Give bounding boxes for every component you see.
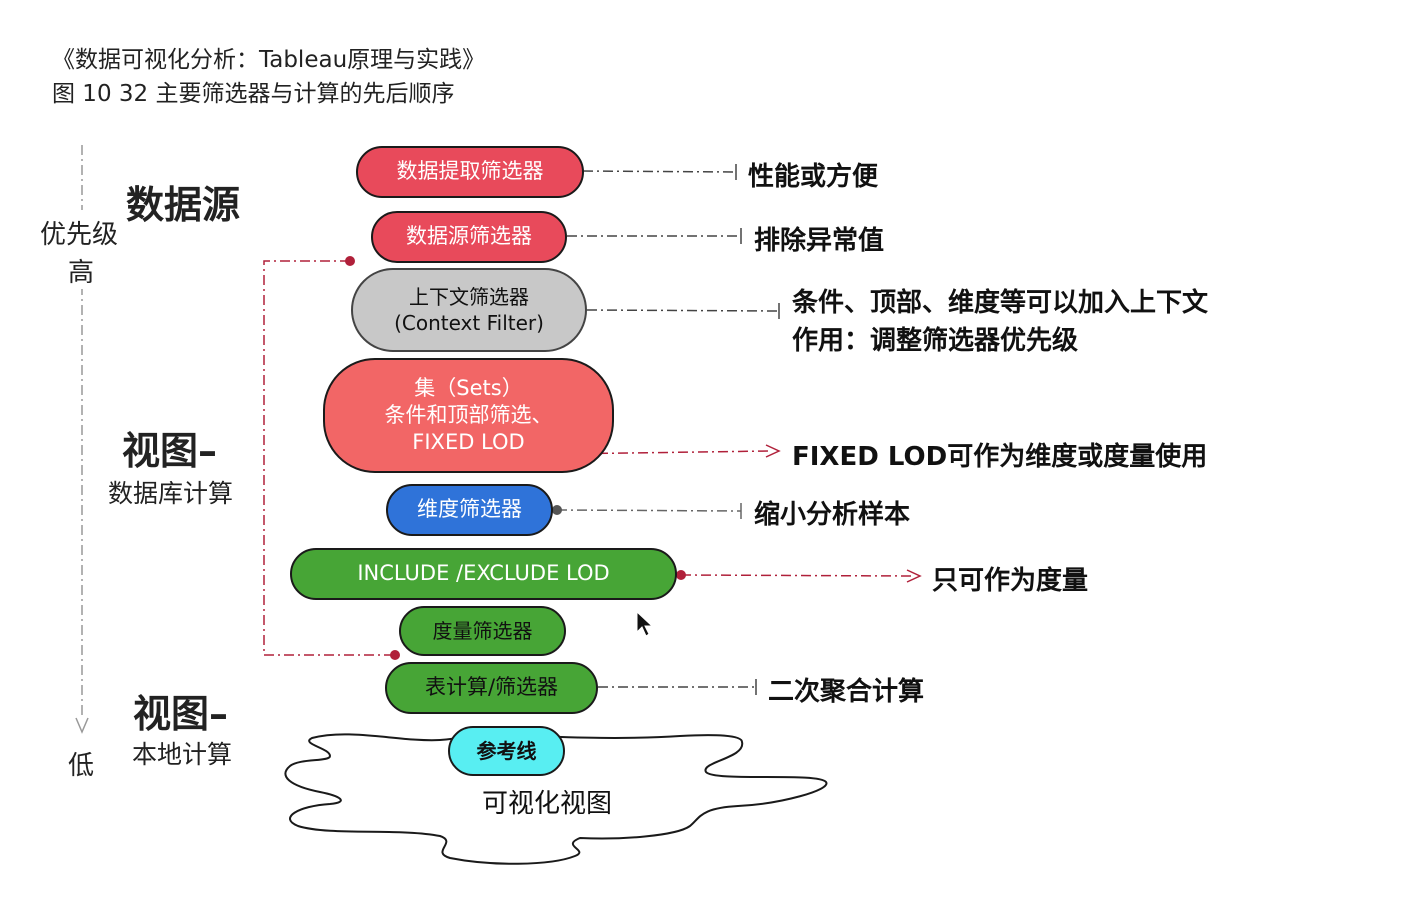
note-fixed-lod: FIXED LOD可作为维度或度量使用 [792, 442, 1208, 472]
note-datasource: 排除异常值 [754, 226, 885, 256]
connector-include-exclude [680, 574, 913, 577]
label-view-local-title: 视图– [133, 692, 229, 736]
sets-line2: 条件和顶部筛选、 [384, 402, 553, 427]
figure-caption: 图 10 32 主要筛选器与计算的先后顺序 [52, 81, 455, 107]
table-calc-filter: 表计算/筛选器 [385, 662, 598, 714]
visual-view-label: 可视化视图 [482, 789, 613, 819]
extract-filter-label: 数据提取筛选器 [396, 159, 544, 184]
note-table-calc: 二次聚合计算 [768, 677, 925, 707]
visual-view-cloud [284, 733, 828, 865]
note-context-line1: 条件、顶部、维度等可以加入上下文 [792, 288, 1209, 318]
connector-context [586, 309, 780, 312]
table-calc-filter-label: 表计算/筛选器 [424, 675, 559, 700]
context-filter: 上下文筛选器 (Context Filter) [351, 268, 587, 352]
label-view-db-sub: 数据库计算 [108, 479, 234, 508]
cursor-icon [636, 610, 654, 637]
datasource-filter-label: 数据源筛选器 [406, 224, 532, 249]
measure-filter: 度量筛选器 [399, 606, 566, 656]
bracket-dot-top [345, 256, 355, 266]
sets-line1: 集（Sets） [414, 375, 523, 400]
sets-line3: FIXED LOD [412, 430, 525, 455]
context-filter-line2: (Context Filter) [394, 311, 544, 335]
label-low: 低 [68, 751, 95, 781]
db-calc-bracket [263, 260, 395, 656]
note-include-exclude: 只可作为度量 [932, 566, 1089, 596]
label-view-local-sub: 本地计算 [132, 740, 233, 769]
note-dimension: 缩小分析样本 [754, 500, 911, 530]
include-exclude-lod-label: INCLUDE /EXCLUDE LOD [357, 561, 610, 586]
context-filter-line1: 上下文筛选器 [409, 285, 529, 309]
note-context-line2: 作用：调整筛选器优先级 [792, 326, 1079, 356]
dimension-filter: 维度筛选器 [386, 484, 553, 536]
dimension-filter-label: 维度筛选器 [417, 497, 522, 522]
priority-axis-arrow [75, 717, 89, 734]
measure-filter-label: 度量筛选器 [432, 619, 533, 643]
label-view-db-title: 视图– [122, 429, 218, 473]
datasource-filter: 数据源筛选器 [371, 211, 567, 263]
reference-line: 参考线 [448, 726, 565, 776]
connector-extract [582, 170, 737, 173]
label-priority: 优先级 [40, 214, 119, 251]
sets-filter: 集（Sets） 条件和顶部筛选、 FIXED LOD [323, 358, 614, 473]
label-data-source: 数据源 [126, 183, 241, 227]
extract-filter: 数据提取筛选器 [356, 146, 584, 198]
connector-dimension [556, 509, 742, 512]
note-extract: 性能或方便 [748, 162, 879, 192]
reference-line-label: 参考线 [476, 739, 537, 763]
label-high: 高 [68, 252, 95, 289]
bracket-dot-bottom [390, 650, 400, 660]
book-title: 《数据可视化分析：Tableau原理与实践》 [52, 47, 486, 73]
include-exclude-lod: INCLUDE /EXCLUDE LOD [290, 548, 677, 600]
